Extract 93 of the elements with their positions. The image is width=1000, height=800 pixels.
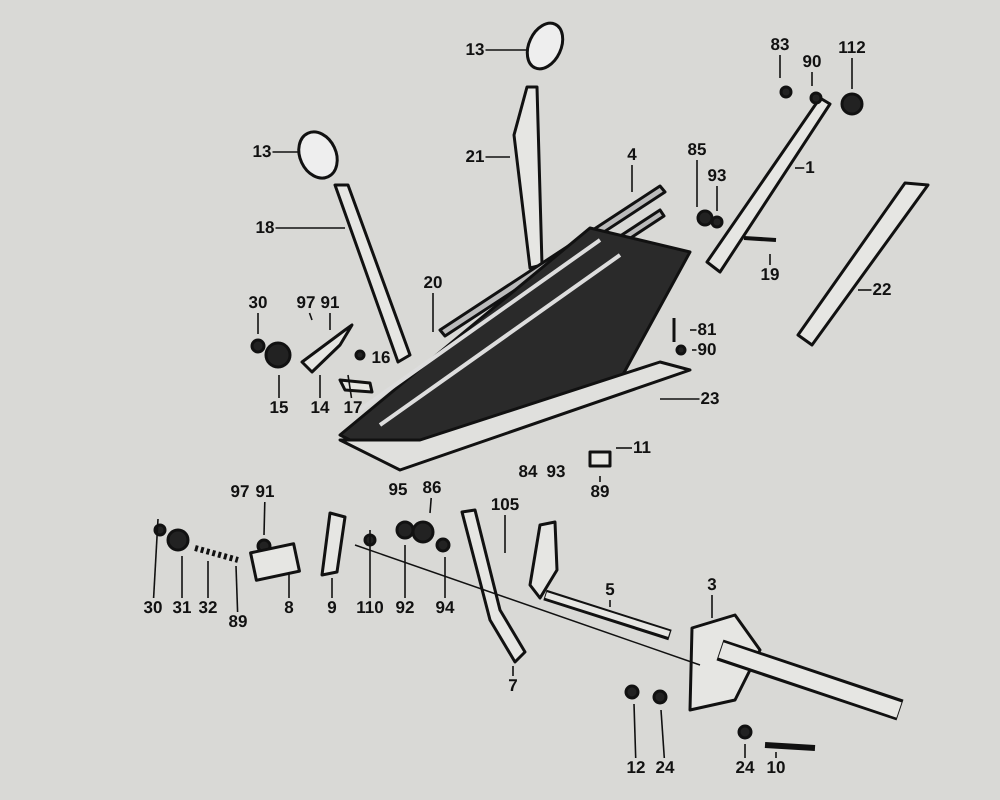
leader-line bbox=[858, 289, 872, 291]
callout-number: 19 bbox=[760, 266, 780, 284]
leader-line bbox=[504, 515, 506, 553]
leader-line bbox=[288, 572, 290, 598]
callout-number: 30 bbox=[144, 599, 162, 617]
leader-line bbox=[711, 595, 713, 618]
leader-line bbox=[319, 375, 321, 398]
leader-line bbox=[347, 374, 352, 398]
leader-line bbox=[207, 561, 209, 598]
callout-number: 84 bbox=[518, 463, 538, 481]
leader-line bbox=[263, 502, 266, 536]
leader-line bbox=[429, 498, 432, 514]
leader-line bbox=[257, 313, 259, 334]
leader-line bbox=[716, 186, 718, 211]
leader-line bbox=[609, 600, 611, 607]
callout-number: 85 bbox=[688, 141, 706, 159]
callout-number: 110 bbox=[356, 599, 384, 617]
callout-number: 7 bbox=[508, 677, 518, 695]
callout-number: 16 bbox=[372, 349, 390, 367]
leader-line bbox=[432, 293, 434, 332]
callout-number: 18 bbox=[256, 219, 274, 237]
leader-line bbox=[331, 578, 333, 598]
callout-number: 86 bbox=[422, 479, 442, 497]
callout-number: 10 bbox=[766, 759, 786, 777]
callout-number: 32 bbox=[198, 599, 218, 617]
leader-line bbox=[851, 58, 853, 89]
leader-line bbox=[811, 72, 813, 86]
leader-line bbox=[444, 557, 446, 598]
leader-line bbox=[308, 312, 313, 320]
leader-line bbox=[692, 349, 696, 351]
leader-line bbox=[486, 156, 510, 158]
leader-line bbox=[631, 165, 633, 192]
callout-number: 90 bbox=[698, 341, 716, 359]
callout-number: 9 bbox=[327, 599, 337, 617]
callout-number: 22 bbox=[872, 281, 892, 299]
callout-number: 23 bbox=[700, 390, 720, 408]
leader-line bbox=[329, 313, 331, 330]
leader-line bbox=[486, 49, 528, 51]
leader-line bbox=[744, 744, 746, 758]
callout-number: 12 bbox=[626, 759, 646, 777]
callout-number: 94 bbox=[436, 599, 454, 617]
leader-line bbox=[272, 151, 298, 153]
callout-number: 91 bbox=[320, 294, 340, 312]
leader-line bbox=[616, 447, 632, 449]
callout-number: 81 bbox=[698, 321, 716, 339]
callout-number: 11 bbox=[633, 439, 651, 457]
callout-number: 24 bbox=[736, 759, 754, 777]
callout-number: 4 bbox=[627, 146, 637, 164]
leader-line bbox=[512, 666, 514, 676]
callout-number: 20 bbox=[424, 274, 442, 292]
callout-number: 93 bbox=[708, 167, 726, 185]
leader-line bbox=[660, 398, 700, 400]
callout-number: 1 bbox=[805, 159, 815, 177]
callout-number: 24 bbox=[656, 759, 674, 777]
leader-line bbox=[690, 329, 696, 331]
callout-number: 90 bbox=[802, 53, 822, 71]
callout-number: 89 bbox=[590, 483, 610, 501]
leader-line bbox=[235, 566, 238, 612]
leader-line bbox=[276, 227, 345, 229]
callout-number: 21 bbox=[466, 148, 484, 166]
callout-number: 97 bbox=[230, 483, 250, 501]
callout-number: 3 bbox=[707, 576, 717, 594]
leader-line bbox=[696, 160, 698, 207]
callout-number: 14 bbox=[310, 399, 330, 417]
callout-number: 105 bbox=[490, 496, 520, 514]
callout-number: 13 bbox=[252, 143, 272, 161]
callout-number: 31 bbox=[172, 599, 192, 617]
leader-line bbox=[152, 518, 159, 598]
callout-number: 15 bbox=[270, 399, 288, 417]
callout-number: 92 bbox=[396, 599, 414, 617]
callout-number: 97 bbox=[296, 294, 316, 312]
callout-number: 5 bbox=[605, 581, 615, 599]
leader-line bbox=[278, 375, 280, 398]
leader-line bbox=[404, 545, 406, 598]
leader-line bbox=[660, 710, 666, 758]
leader-line bbox=[795, 167, 804, 169]
callout-number: 13 bbox=[466, 41, 484, 59]
callout-number: 8 bbox=[284, 599, 294, 617]
leader-line bbox=[769, 254, 771, 265]
callout-number: 91 bbox=[256, 483, 274, 501]
callout-number: 95 bbox=[388, 481, 408, 499]
callout-number: 83 bbox=[770, 36, 790, 54]
callout-number: 30 bbox=[248, 294, 268, 312]
leader-line bbox=[369, 530, 371, 598]
leader-line bbox=[779, 55, 781, 78]
callout-number: 17 bbox=[344, 399, 362, 417]
callout-number: 89 bbox=[228, 613, 248, 631]
leader-line bbox=[599, 476, 601, 482]
leader-line bbox=[775, 752, 777, 758]
callout-number: 93 bbox=[546, 463, 566, 481]
callout-number: 112 bbox=[838, 39, 866, 57]
leader-line bbox=[181, 556, 183, 598]
leader-line bbox=[633, 704, 636, 758]
